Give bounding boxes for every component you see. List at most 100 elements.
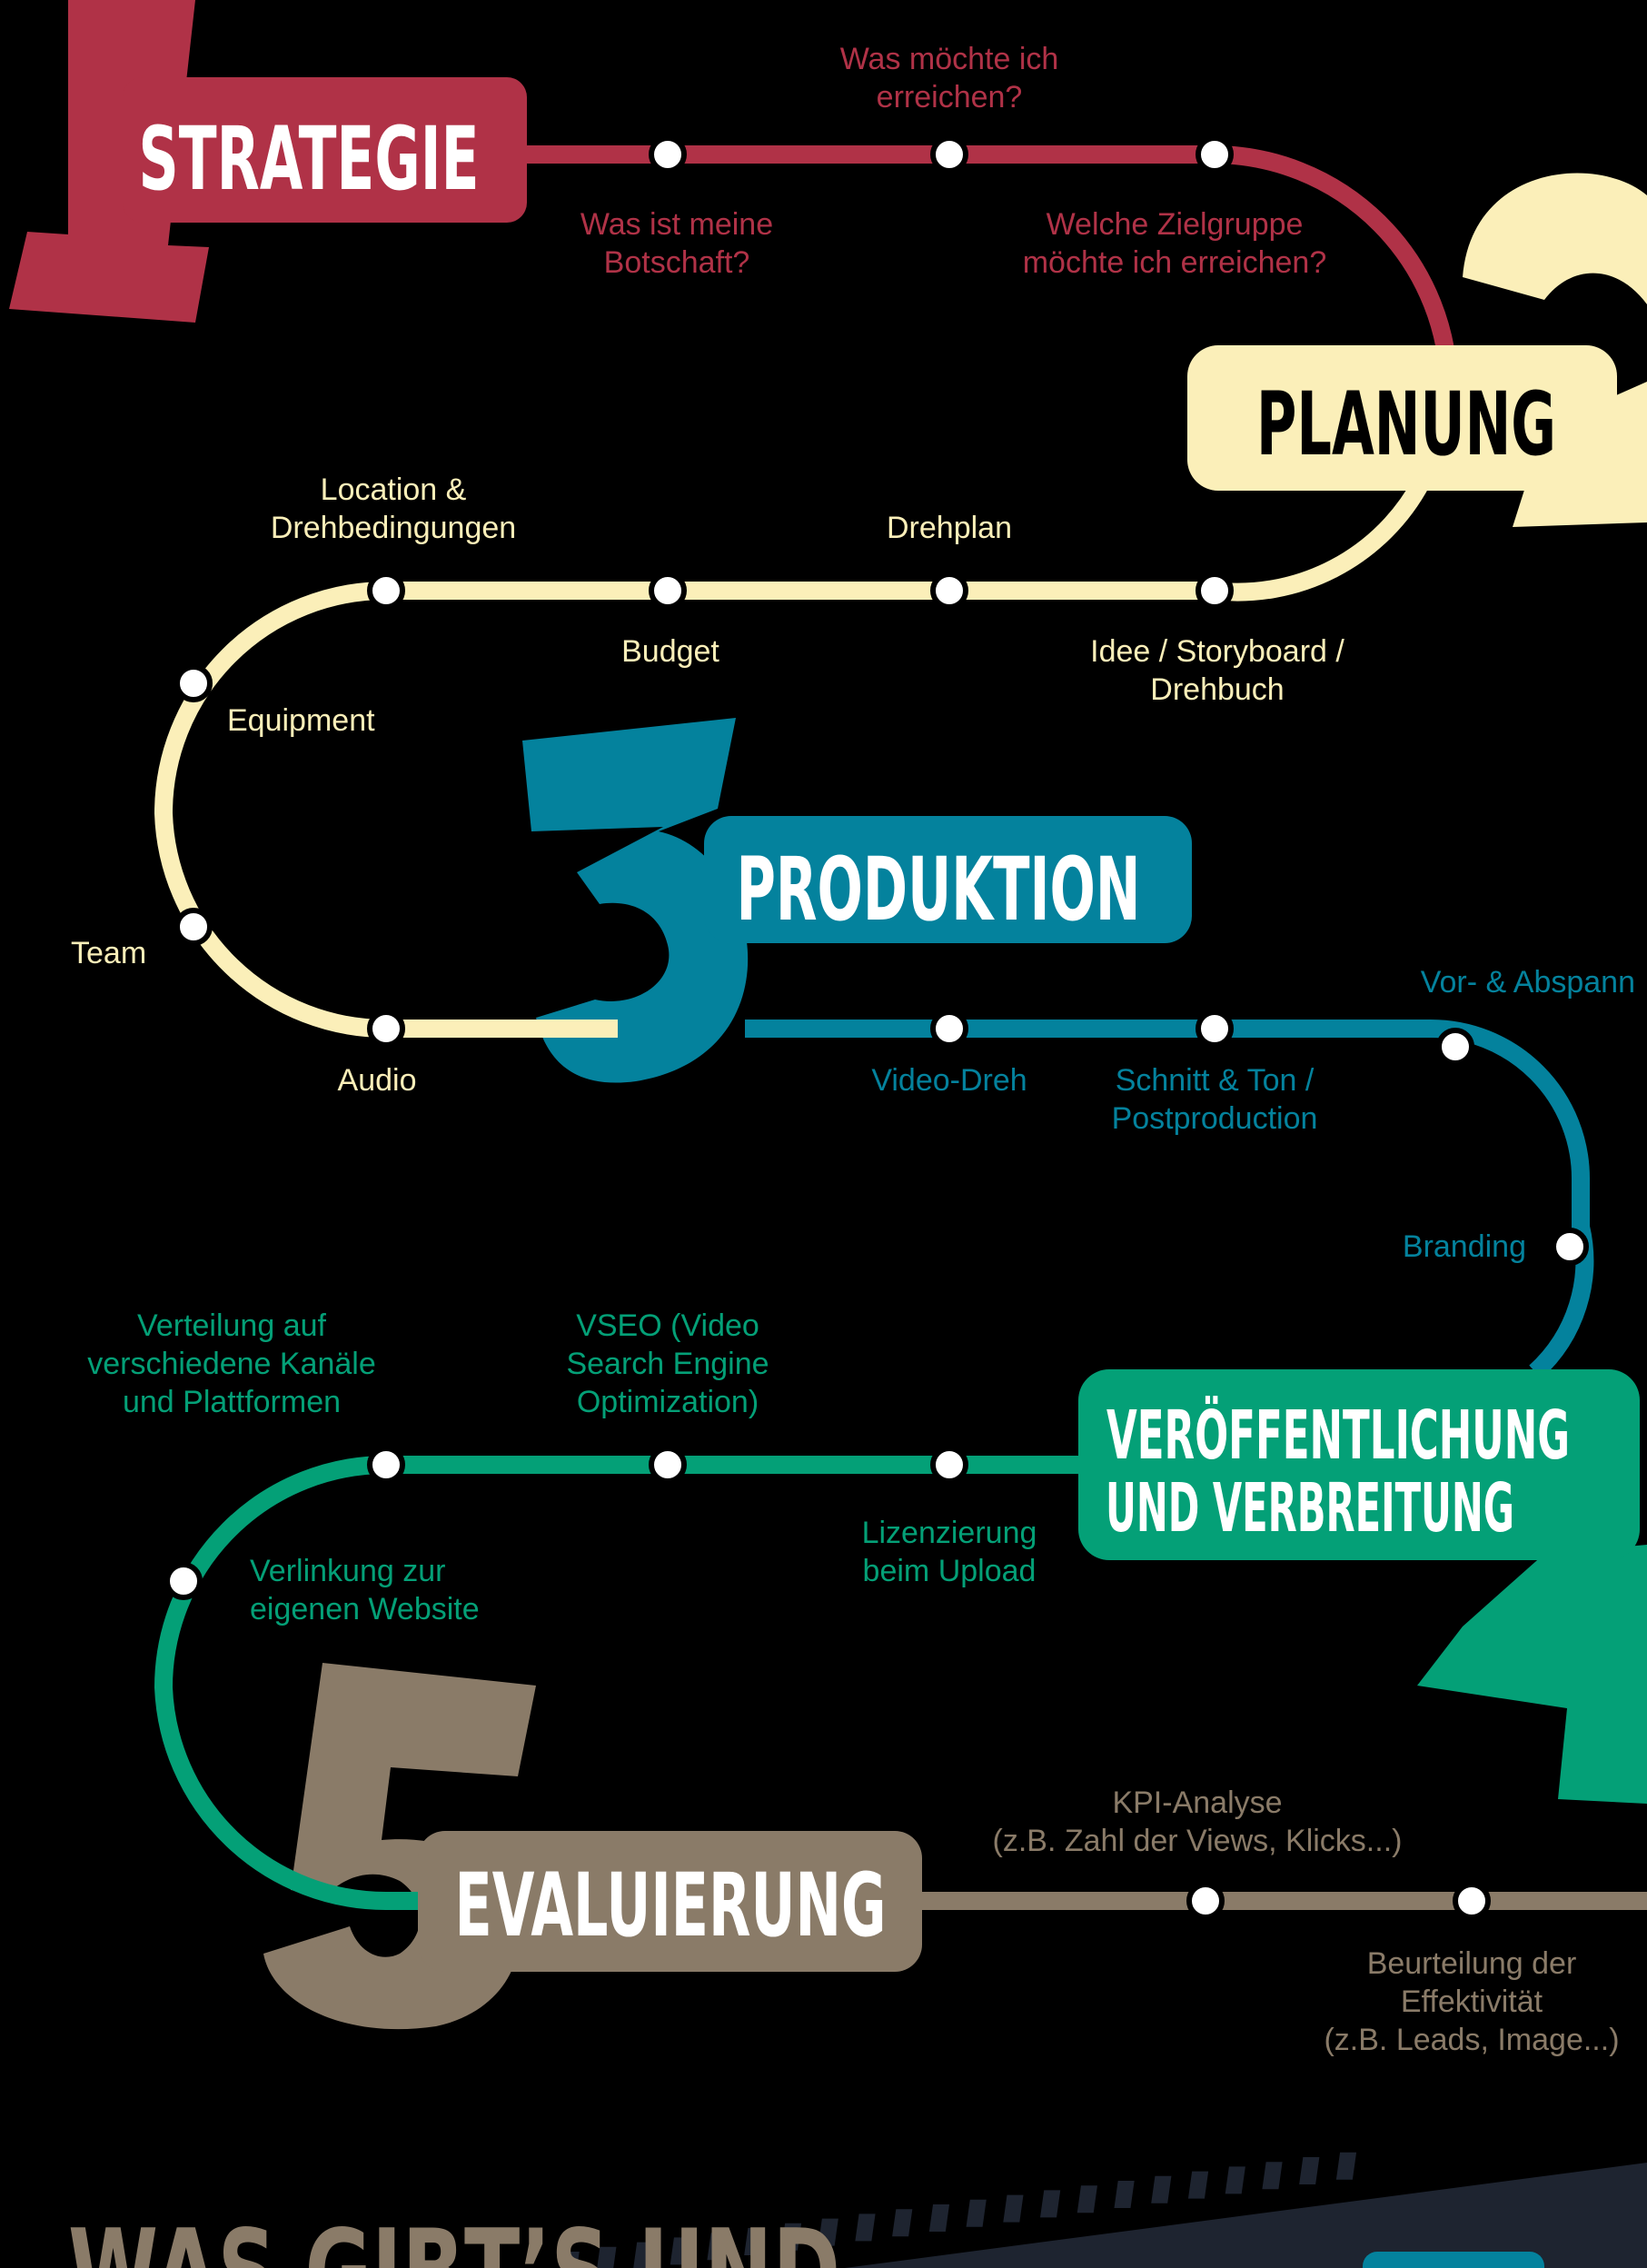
stop-vseo bbox=[649, 1446, 687, 1484]
film-hole bbox=[1225, 2166, 1245, 2194]
film-hole bbox=[632, 2242, 654, 2268]
stop-zielgruppe bbox=[1196, 135, 1234, 174]
label-kpi: KPI-Analyse (z.B. Zahl der Views, Klicks.… bbox=[993, 1786, 1403, 1858]
stop-verlinkung bbox=[164, 1562, 203, 1600]
film-strip-shape bbox=[845, 2163, 1647, 2268]
film-hole bbox=[1262, 2162, 1283, 2190]
label-budget-line: Budget bbox=[621, 634, 719, 669]
film-hole bbox=[1335, 2152, 1357, 2180]
label-idee: Idee / Storyboard /Drehbuch bbox=[1090, 634, 1344, 707]
label-schnitt-line: Postproduction bbox=[1112, 1101, 1318, 1136]
label-kpi-line: (z.B. Zahl der Views, Klicks...) bbox=[993, 1824, 1403, 1858]
stage-5-title-box bbox=[418, 1831, 922, 1972]
stop-branding bbox=[1551, 1228, 1589, 1266]
label-abspann: Vor- & Abspann bbox=[1421, 965, 1635, 1000]
stop-video-dreh bbox=[930, 1010, 968, 1048]
stop-team bbox=[174, 908, 213, 946]
label-branding: Branding bbox=[1403, 1229, 1526, 1264]
label-video-dreh-line: Video-Dreh bbox=[871, 1063, 1027, 1098]
label-lizenzierung-line: beim Upload bbox=[863, 1554, 1037, 1588]
stage-4-big-number bbox=[1417, 1545, 1647, 1804]
film-hole bbox=[596, 2246, 617, 2268]
film-hole bbox=[1299, 2157, 1320, 2184]
stop-location bbox=[367, 572, 405, 610]
label-verteilung-line: und Plattformen bbox=[123, 1385, 341, 1419]
film-hole bbox=[1040, 2190, 1061, 2218]
label-location-line: Location & bbox=[321, 472, 467, 507]
film-hole bbox=[892, 2209, 913, 2237]
label-botschaft-line: Was ist meine bbox=[580, 207, 773, 242]
label-zielgruppe-line: möchte ich erreichen? bbox=[1023, 245, 1327, 280]
film-hole bbox=[1151, 2175, 1172, 2203]
film-hole bbox=[744, 2228, 765, 2255]
film-hole bbox=[1187, 2171, 1209, 2199]
film-strip-perforation bbox=[559, 2152, 1357, 2268]
label-idee-line: Drehbuch bbox=[1150, 672, 1284, 707]
stop-equipment bbox=[174, 664, 213, 702]
stage-1-title-box bbox=[123, 77, 527, 223]
film-hole bbox=[966, 2199, 987, 2227]
label-budget: Budget bbox=[621, 634, 719, 669]
label-beurteilung-line: (z.B. Leads, Image...) bbox=[1324, 2023, 1619, 2057]
stage-4-title-line2: UND VERBREITUNG bbox=[1106, 1469, 1514, 1547]
stage-2-title-box bbox=[1187, 345, 1617, 491]
stop-audio bbox=[367, 1010, 405, 1048]
stop-lizenzierung bbox=[930, 1446, 968, 1484]
label-branding-line: Branding bbox=[1403, 1229, 1526, 1264]
stage-3-big-number bbox=[522, 718, 749, 1083]
film-hole bbox=[780, 2223, 802, 2251]
label-team-line: Team bbox=[71, 936, 146, 970]
film-hole bbox=[928, 2204, 950, 2232]
label-zielgruppe-line: Welche Zielgruppe bbox=[1047, 207, 1304, 242]
stage-4-title-line1: VERÖFFENTLICHUNG bbox=[1106, 1395, 1570, 1475]
label-location: Location & Drehbedingungen bbox=[271, 472, 516, 545]
label-audio: Audio bbox=[338, 1063, 417, 1098]
label-video-dreh: Video-Dreh bbox=[871, 1063, 1027, 1098]
stop-abspann bbox=[1436, 1028, 1474, 1066]
route-produktion bbox=[745, 1020, 1594, 1379]
label-location-line: Drehbedingungen bbox=[271, 511, 516, 545]
label-idee-line: Idee / Storyboard / bbox=[1090, 634, 1344, 669]
label-lizenzierung-line: Lizenzierung bbox=[862, 1516, 1037, 1550]
label-drehplan-line: Drehplan bbox=[887, 511, 1012, 545]
stage-5-title: EVALUIERUNG bbox=[455, 1855, 887, 1956]
stop-idee bbox=[1196, 572, 1234, 610]
stop-botschaft bbox=[649, 135, 687, 174]
stage-3-title-box bbox=[704, 816, 1192, 943]
label-kpi-line: KPI-Analyse bbox=[1112, 1786, 1282, 1820]
label-was-moechte: Was möchte ich erreichen? bbox=[840, 42, 1059, 114]
label-vseo-line: VSEO (Video bbox=[576, 1308, 759, 1343]
label-botschaft-line: Botschaft? bbox=[604, 245, 750, 280]
stage-4-title-box bbox=[1078, 1369, 1640, 1560]
label-schnitt: Schnitt & Ton /Postproduction bbox=[1112, 1063, 1318, 1136]
label-equipment: Equipment bbox=[227, 703, 375, 738]
label-audio-line: Audio bbox=[338, 1063, 417, 1098]
label-was-moechte-line: Was möchte ich bbox=[840, 42, 1059, 76]
stage-1-title: STRATEGIE bbox=[139, 108, 480, 210]
label-vseo-line: Optimization) bbox=[577, 1385, 759, 1419]
film-hole bbox=[818, 2218, 838, 2246]
film-hole bbox=[670, 2237, 690, 2265]
stop-drehplan bbox=[930, 572, 968, 610]
footer-teal-tab bbox=[1363, 2252, 1544, 2268]
stage-3-title: PRODUKTION bbox=[737, 839, 1141, 940]
label-schnitt-line: Schnitt & Ton / bbox=[1116, 1063, 1315, 1098]
film-hole bbox=[1003, 2194, 1024, 2223]
film-hole bbox=[707, 2233, 728, 2261]
stop-was-moechte bbox=[930, 135, 968, 174]
label-drehplan: Drehplan bbox=[887, 511, 1012, 545]
film-hole bbox=[1114, 2181, 1135, 2208]
film-hole bbox=[855, 2213, 876, 2242]
film-hole bbox=[559, 2252, 580, 2268]
label-was-moechte-line: erreichen? bbox=[877, 80, 1023, 114]
stop-beurteilung bbox=[1453, 1882, 1491, 1920]
stop-schnitt bbox=[1196, 1010, 1234, 1048]
route-strategie bbox=[522, 145, 1458, 392]
footer-heading: WAS GIBT’S UND bbox=[68, 2205, 840, 2268]
